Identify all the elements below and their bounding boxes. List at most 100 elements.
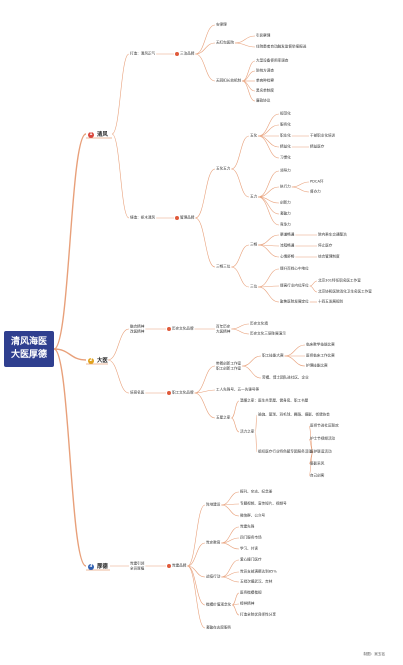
node-q-b2a3x[interactable]: 综合管理制度 [318,254,340,259]
node-d-b3b2a[interactable]: 医师节进社区联欢 [310,423,339,428]
node-d-a-brand[interactable]: 历史文化品牌 [172,326,194,331]
node-h-a1c[interactable]: 微信群、公众号 [240,513,266,518]
node-q-a3c[interactable]: 单病种检察 [256,78,274,83]
link-h_a3c [221,576,240,583]
node-d-b-brand[interactable]: 职工文化品牌 [172,390,194,395]
node-h-a2b[interactable]: 四门服务市场 [240,535,262,540]
node-h-a4c[interactable]: 打造全院优良师性分享 [240,612,276,617]
node-q-a3a[interactable]: 大型设备使用率调查 [256,58,289,63]
node-d-b3b[interactable]: 活力之家 [240,429,255,434]
node-h-a3b[interactable]: 党员支部满覆达到85% [240,569,277,574]
node-d-b3b1[interactable]: 瑜伽、篮球、羽毛球、舞蹈、摄影、街健协会 [258,412,330,417]
node-q-b1b1[interactable]: 领导力 [280,168,291,173]
node-d-b1a[interactable]: 职工技能大赛 [262,353,284,358]
node-h-a4a[interactable]: 医务楷模楷规 [240,590,262,595]
node-q-b2a2[interactable]: 流程畅通 [280,243,295,248]
node-d-b3a[interactable]: 温暖之家：医生共享屋、健身房、职工书屋 [240,398,309,403]
link-qingfeng [53,133,87,350]
node-h-a3c[interactable]: 五批次援武汉、吉林 [240,579,273,584]
node-d-b1a1[interactable]: 临床教学技能比赛 [306,342,335,347]
node-q-b1b[interactable]: 五力 [250,194,258,199]
node-q-b1a4[interactable]: 精益化 [280,144,291,149]
link-d_b1a3 [284,355,306,367]
node-h-a2a[interactable]: 党建先锋 [240,524,255,529]
node-q-b2a2x[interactable]: 停止医疗 [318,243,333,248]
node-q-b2b2y[interactable]: 北京协和医院消化卫生名医工作室 [318,289,372,294]
node-q-b1a3x[interactable]: 干部职业化培训 [310,133,336,138]
node-d-b3[interactable]: 五星之家 [216,415,231,420]
node-q-b-brand[interactable]: 管理品牌 [180,215,195,220]
node-d-a1b[interactable]: 历史文化三层陈展演示 [250,331,286,336]
node-h-a5[interactable]: 凝聚在志愿服务 [206,625,232,630]
node-d-b1a3[interactable]: 护理技能比赛 [306,363,328,368]
link-q_b1b [231,168,250,198]
node-d-a1a[interactable]: 历史文化墙 [250,321,268,326]
node-d-b2[interactable]: 工人先锋号、五一先锋号等 [216,387,260,392]
node-d-b3b2d[interactable]: 摄影采风 [310,461,325,466]
node-q-b2a1[interactable]: 渠道畅通 [280,232,295,237]
node-h-a3[interactable]: 战疫行动 [206,574,221,579]
node-d-b1a2[interactable]: 医师临床工作比赛 [306,353,335,358]
node-q-b1a3[interactable]: 职业化 [280,133,291,138]
node-d-a1[interactable]: 百年历史 大医精神 [216,324,231,333]
node-q-b2[interactable]: 三畅三位 [216,264,231,269]
node-q-a3b[interactable]: 防统方调查 [256,68,274,73]
node-h-a2[interactable]: 党史教育 [206,540,221,545]
node-q-b2a[interactable]: 三畅 [250,242,258,247]
node-h-a-brand[interactable]: 党建品牌 [172,563,187,568]
node-q-a3e[interactable]: 廉政协议 [256,98,271,103]
node-q-b2a1x[interactable]: 院内乘车交通整治 [318,232,347,237]
root-node[interactable]: 清风海医 大医厚德 [4,331,54,367]
node-q-a-brand[interactable]: 三治品牌 [180,51,195,56]
node-q-a3[interactable]: 无回扣长效机制 [216,78,242,83]
node-q-b2b2x[interactable]: 北京301特任职名医工作室 [318,278,361,283]
node-q-b[interactable]: 铸造：拒木清风 [130,215,156,220]
node-h-a4[interactable]: 楷模价值观念化 [206,602,232,607]
node-q-b2b3[interactable]: 聚焦医院发展定位 [280,299,309,304]
node-q-b1a2[interactable]: 服务化 [280,122,291,127]
node-q-a[interactable]: 打造：清风正气 [130,51,156,56]
node-q-a3d[interactable]: 黑名单制度 [256,88,274,93]
node-q-b2b1[interactable]: 提升百姓心中地位 [280,266,309,271]
node-q-b1a4x[interactable]: 精益医疗 [310,144,325,149]
node-q-b1a5[interactable]: 习惯化 [280,155,291,160]
link-q_b1a2 [258,124,280,137]
node-q-b1b5[interactable]: 竞争力 [280,222,291,227]
node-h-a4b[interactable]: 榜样精神 [240,601,255,606]
node-q-b1b4[interactable]: 凝聚力 [280,211,291,216]
node-h-a2c[interactable]: 学习、共读 [240,546,258,551]
node-d-b1[interactable]: 带着创新工作室 职工创新工作室 [216,361,242,370]
node-d-b[interactable]: 培育名医 [130,390,145,395]
node-q-a1[interactable]: 安律理 [216,22,227,27]
node-q-b1b3[interactable]: 创新力 [280,200,291,205]
node-d-a[interactable]: 融合精神 改医精神 [130,324,145,333]
node-d-b3b2[interactable]: 组织医疗行业特色毓专团服务活动 [258,449,312,454]
node-d-b3b2e[interactable]: 自己创客 [310,473,325,478]
node-q-a2a[interactable]: 引民察理 [256,33,271,38]
node-d-b1b[interactable]: 劳模、博士团队进社区、企业 [262,375,309,380]
node-q-b2b[interactable]: 三位 [250,284,258,289]
node-q-b1b2y[interactable]: 督办力 [310,189,321,194]
node-q-a2[interactable]: 无红包医院 [216,40,234,45]
node-q-b2b3x[interactable]: 十四五发展规划 [318,299,344,304]
node-d-b3b2c[interactable]: 医护联谊活动 [310,449,332,454]
node-q-b1b2[interactable]: 执行力 [280,184,291,189]
node-q-b1a1[interactable]: 规范化 [280,111,291,116]
node-h-a[interactable]: 党建引领 全员厚植 [130,561,145,570]
link-q_b1b1 [258,170,280,198]
node-h-a1b[interactable]: 专题视频、宣传短片、视频号 [240,501,287,506]
node-q-b2b2[interactable]: 提高行业内位序位 [280,283,309,288]
node-h-a1[interactable]: 阵地建设 [206,502,221,507]
node-q-b1[interactable]: 五化五力 [216,166,231,171]
node-q-b1a[interactable]: 五化 [250,133,258,138]
node-h-a1a[interactable]: 报刊、杂志、纪念册 [240,489,273,494]
node-q-a2b[interactable]: 住院患者自动触发监督举报报送 [256,44,307,49]
node-h-a3a[interactable]: 爱心援门医疗 [240,557,262,562]
node-d-b3b2b[interactable]: 护士节视频活动 [310,436,336,441]
node-q-b1b2x[interactable]: PDCA环 [310,179,324,184]
node-q-b2a3[interactable]: 心情舒畅 [280,254,295,259]
number-badge-2: 2 [88,357,94,364]
